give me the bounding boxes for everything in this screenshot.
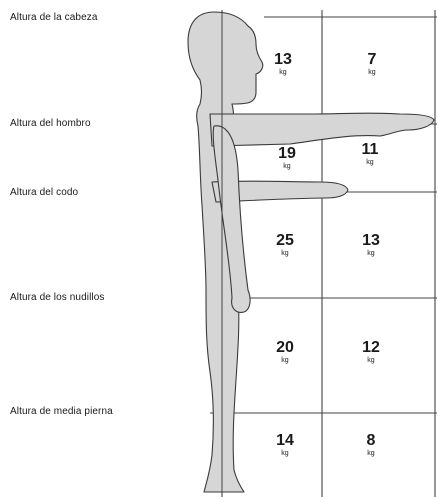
weight-value: 19 — [257, 146, 317, 162]
weight-cell-far-5: 8 kg — [341, 433, 401, 458]
weight-cell-far-2: 11 kg — [340, 142, 400, 167]
body-outline — [188, 12, 263, 492]
weight-unit: kg — [341, 249, 401, 258]
weight-value: 11 — [340, 142, 400, 158]
weight-cell-near-3: 25 kg — [255, 233, 315, 258]
weight-value: 7 — [342, 52, 402, 68]
weight-unit: kg — [253, 68, 313, 77]
weight-cell-near-1: 13 kg — [253, 52, 313, 77]
label-head-height: Altura de la cabeza — [10, 12, 98, 23]
weight-value: 13 — [341, 233, 401, 249]
weight-unit: kg — [255, 249, 315, 258]
weight-value: 25 — [255, 233, 315, 249]
label-midleg-height: Altura de media pierna — [10, 406, 113, 417]
weight-unit: kg — [255, 356, 315, 365]
weight-unit: kg — [340, 158, 400, 167]
weight-unit: kg — [341, 356, 401, 365]
weight-value: 20 — [255, 340, 315, 356]
weight-cell-far-1: 7 kg — [342, 52, 402, 77]
weight-unit: kg — [342, 68, 402, 77]
weight-unit: kg — [341, 449, 401, 458]
weight-value: 14 — [255, 433, 315, 449]
weight-value: 13 — [253, 52, 313, 68]
weight-cell-far-4: 12 kg — [341, 340, 401, 365]
weight-cell-near-4: 20 kg — [255, 340, 315, 365]
weight-unit: kg — [255, 449, 315, 458]
weight-value: 8 — [341, 433, 401, 449]
label-elbow-height: Altura del codo — [10, 187, 78, 198]
weight-cell-far-3: 13 kg — [341, 233, 401, 258]
weight-cell-near-2: 19 kg — [257, 146, 317, 171]
weight-cell-near-5: 14 kg — [255, 433, 315, 458]
label-shoulder-height: Altura del hombro — [10, 118, 91, 129]
label-knuckle-height: Altura de los nudillos — [10, 292, 104, 303]
weight-value: 12 — [341, 340, 401, 356]
weight-unit: kg — [257, 162, 317, 171]
